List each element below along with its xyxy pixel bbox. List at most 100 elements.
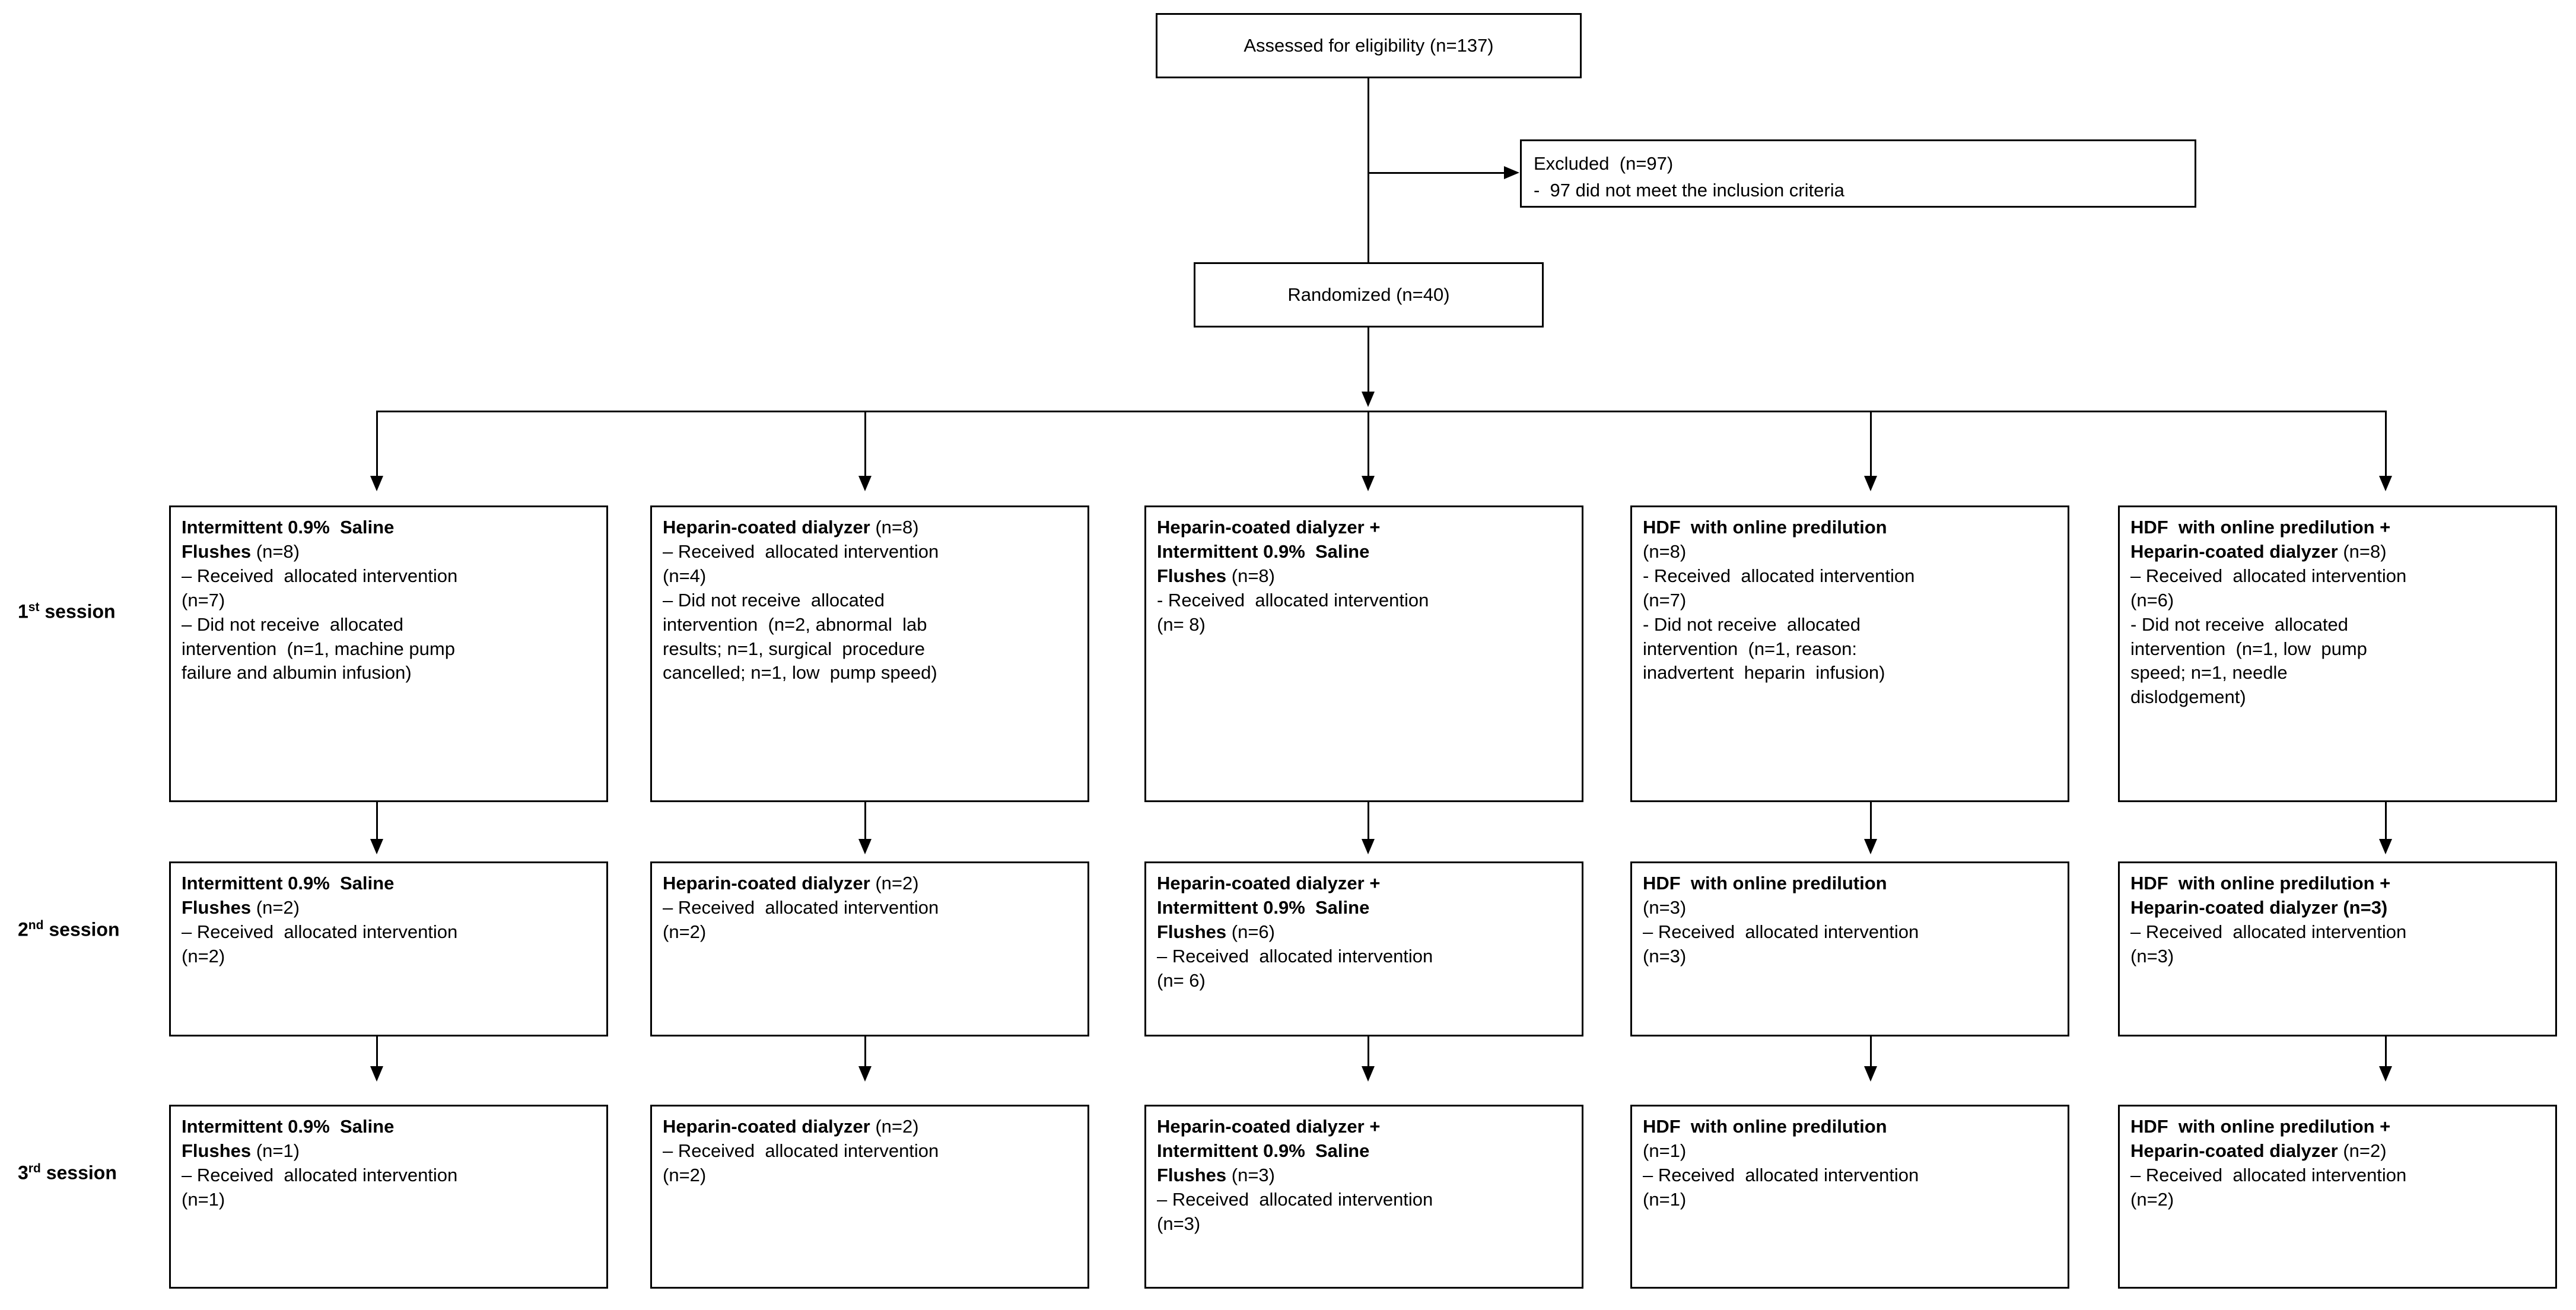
arm-count-r1c5: (n=8): [2338, 540, 2387, 562]
connector-r2c4-to-r3c4: [1870, 1036, 1872, 1071]
session-2-num: 2: [18, 918, 28, 940]
arm-count-r2c1: (n=2): [251, 896, 300, 918]
arm-box-body-r3c3: – Received allocated intervention (n=3): [1157, 1188, 1433, 1234]
arrow-r2c1-to-r3c1-icon: [370, 1066, 383, 1082]
session-3-word: session: [40, 1162, 117, 1184]
arm-box-header-r2c4: HDF with online predilution (n=3): [1643, 872, 2057, 920]
arm-count-r2c4: (n=3): [1643, 896, 1687, 918]
arm-box-r2c3: Heparin-coated dialyzer + Intermittent 0…: [1144, 861, 1583, 1036]
connector-branch-4: [1870, 411, 1872, 481]
arm-box-header-r1c5: HDF with online predilution + Heparin-co…: [2130, 516, 2545, 564]
arrow-r2c2-to-r3c2-icon: [858, 1066, 872, 1082]
arm-box-r3c4: HDF with online predilution (n=1) – Rece…: [1630, 1105, 2069, 1289]
arrow-r1c4-to-r2c4-icon: [1864, 839, 1877, 854]
excluded-line-2: - 97 did not meet the inclusion criteria: [1534, 179, 1844, 201]
arm-box-r2c4: HDF with online predilution (n=3) – Rece…: [1630, 861, 2069, 1036]
arm-count-r3c3: (n=3): [1226, 1164, 1276, 1185]
connector-r1c1-to-r2c1: [376, 802, 378, 844]
arm-name-r2c5: HDF with online predilution + Heparin-co…: [2130, 873, 2391, 918]
arm-count-r1c2: (n=8): [870, 517, 919, 538]
arrow-to-excluded-icon: [1504, 166, 1519, 179]
arm-name-r1c4: HDF with online predilution: [1643, 517, 1887, 538]
arm-box-body-r1c5: – Received allocated intervention (n=6) …: [2130, 565, 2407, 708]
arm-box-r1c1: Intermittent 0.9% Saline Flushes (n=8) –…: [169, 505, 608, 802]
arm-box-header-r1c1: Intermittent 0.9% Saline Flushes (n=8): [182, 516, 596, 564]
excluded-line-1: Excluded (n=97): [1534, 153, 1674, 174]
arm-box-body-r2c3: – Received allocated intervention (n= 6): [1157, 945, 1433, 991]
connector-to-excluded: [1367, 172, 1504, 174]
arm-box-header-r2c3: Heparin-coated dialyzer + Intermittent 0…: [1157, 872, 1571, 945]
arm-box-header-r1c4: HDF with online predilution (n=8): [1643, 516, 2057, 564]
arm-name-r1c2: Heparin-coated dialyzer: [663, 517, 870, 538]
arm-name-r3c3: Heparin-coated dialyzer + Intermittent 0…: [1157, 1116, 1381, 1185]
assessed-for-eligibility-text: Assessed for eligibility (n=137): [1244, 34, 1494, 56]
arrow-r1c5-to-r2c5-icon: [2379, 839, 2392, 854]
connector-r2c5-to-r3c5: [2385, 1036, 2387, 1071]
arm-count-r1c1: (n=8): [251, 540, 300, 562]
arm-count-r3c5: (n=2): [2338, 1140, 2387, 1161]
arrow-r2c4-to-r3c4-icon: [1864, 1066, 1877, 1082]
arm-name-r1c5: HDF with online predilution + Heparin-co…: [2130, 517, 2391, 562]
session-label-2nd: 2nd session: [18, 918, 120, 941]
arm-box-r2c5: HDF with online predilution + Heparin-co…: [2118, 861, 2557, 1036]
arm-box-header-r2c1: Intermittent 0.9% Saline Flushes (n=2): [182, 872, 596, 920]
arm-box-header-r3c5: HDF with online predilution + Heparin-co…: [2130, 1115, 2545, 1163]
connector-randomized-down: [1367, 328, 1369, 396]
arm-box-header-r3c4: HDF with online predilution (n=1): [1643, 1115, 2057, 1163]
arm-count-r1c3: (n=8): [1226, 565, 1276, 586]
arm-box-r2c1: Intermittent 0.9% Saline Flushes (n=2) –…: [169, 861, 608, 1036]
arm-box-body-r3c2: – Received allocated intervention (n=2): [663, 1140, 939, 1185]
excluded-box: Excluded (n=97) - 97 did not meet the in…: [1520, 139, 2196, 208]
arm-box-r3c1: Intermittent 0.9% Saline Flushes (n=1) –…: [169, 1105, 608, 1289]
arrow-branch-2-icon: [858, 476, 872, 491]
arm-box-header-r1c2: Heparin-coated dialyzer (n=8): [663, 516, 1077, 540]
arrow-r2c3-to-r3c3-icon: [1362, 1066, 1375, 1082]
arm-box-header-r3c3: Heparin-coated dialyzer + Intermittent 0…: [1157, 1115, 1571, 1188]
arm-name-r3c5: HDF with online predilution + Heparin-co…: [2130, 1116, 2391, 1161]
arrow-randomized-down-icon: [1362, 392, 1375, 407]
arm-name-r3c4: HDF with online predilution: [1643, 1116, 1887, 1137]
arm-name-r3c2: Heparin-coated dialyzer: [663, 1116, 870, 1137]
arm-box-body-r1c4: - Received allocated intervention (n=7) …: [1643, 565, 1915, 683]
arm-count-r3c1: (n=1): [251, 1140, 300, 1161]
arrow-r1c1-to-r2c1-icon: [370, 839, 383, 854]
arm-box-body-r2c4: – Received allocated intervention (n=3): [1643, 921, 1919, 966]
arm-box-header-r1c3: Heparin-coated dialyzer + Intermittent 0…: [1157, 516, 1571, 589]
connector-r1c2-to-r2c2: [864, 802, 866, 844]
arm-count-r1c4: (n=8): [1643, 540, 1687, 562]
session-1-word: session: [39, 600, 116, 622]
session-3-num: 3: [18, 1162, 28, 1184]
connector-r1c5-to-r2c5: [2385, 802, 2387, 844]
arm-name-r2c2: Heparin-coated dialyzer: [663, 873, 870, 894]
arm-box-body-r2c2: – Received allocated intervention (n=2): [663, 896, 939, 942]
connector-assessed-to-randomized: [1367, 78, 1369, 262]
arrow-branch-4-icon: [1864, 476, 1877, 491]
connector-r2c1-to-r3c1: [376, 1036, 378, 1071]
session-2-suffix: nd: [28, 918, 44, 932]
connector-r1c3-to-r2c3: [1367, 802, 1369, 844]
arm-name-r2c4: HDF with online predilution: [1643, 873, 1887, 894]
arm-box-r3c2: Heparin-coated dialyzer (n=2) – Received…: [650, 1105, 1089, 1289]
session-label-1st: 1st session: [18, 600, 116, 623]
session-1-suffix: st: [28, 600, 40, 614]
connector-branch-5: [2385, 411, 2387, 481]
arrow-branch-5-icon: [2379, 476, 2392, 491]
connector-r1c4-to-r2c4: [1870, 802, 1872, 844]
arm-box-r2c2: Heparin-coated dialyzer (n=2) – Received…: [650, 861, 1089, 1036]
arm-box-header-r3c2: Heparin-coated dialyzer (n=2): [663, 1115, 1077, 1139]
arm-count-r3c4: (n=1): [1643, 1140, 1687, 1161]
arm-name-r1c1: Intermittent 0.9% Saline Flushes: [182, 517, 395, 562]
arm-name-r1c3: Heparin-coated dialyzer + Intermittent 0…: [1157, 517, 1381, 586]
arm-box-r1c3: Heparin-coated dialyzer + Intermittent 0…: [1144, 505, 1583, 802]
arm-count-r2c3: (n=6): [1226, 921, 1276, 942]
session-2-word: session: [43, 918, 120, 940]
connector-r2c2-to-r3c2: [864, 1036, 866, 1071]
arm-box-body-r3c1: – Received allocated intervention (n=1): [182, 1164, 458, 1210]
arrow-r1c2-to-r2c2-icon: [858, 839, 872, 854]
arm-box-body-r1c2: – Received allocated intervention (n=4) …: [663, 540, 939, 683]
arrow-r2c5-to-r3c5-icon: [2379, 1066, 2392, 1082]
arm-name-r2c3: Heparin-coated dialyzer + Intermittent 0…: [1157, 873, 1381, 942]
arrow-branch-1-icon: [370, 476, 383, 491]
arm-count-r3c2: (n=2): [870, 1116, 919, 1137]
arm-box-header-r2c2: Heparin-coated dialyzer (n=2): [663, 872, 1077, 896]
